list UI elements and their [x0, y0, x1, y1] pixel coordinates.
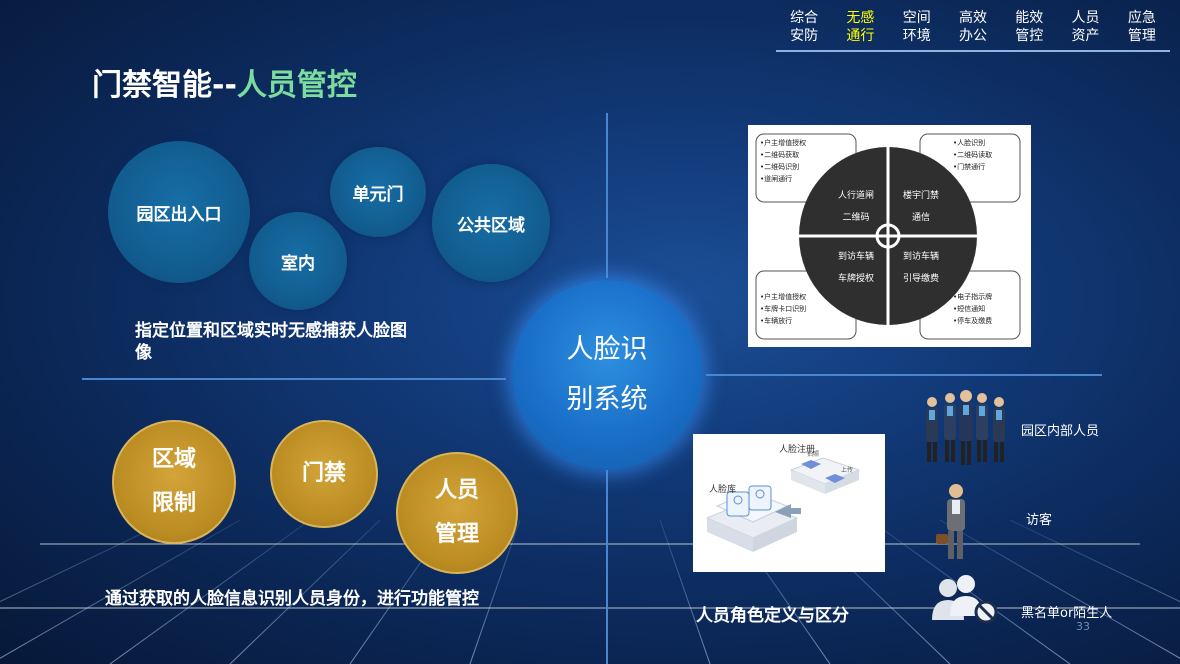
face-library-svg	[705, 457, 861, 552]
access-quadrant-diagram: •户主增值授权•二维码获取•二维码识别•道闸通行 •人脸识别•二维码读取•门禁通…	[748, 125, 1031, 347]
quadrant-3-label: 到访车辆车牌授权	[837, 252, 874, 284]
face-recognition-system: 人脸识别系统	[512, 280, 702, 470]
nav-item-energy[interactable]: 能效管控	[1015, 10, 1044, 44]
nav-item-emergency[interactable]: 应急管理	[1127, 10, 1156, 44]
bubble-public-area: 公共区域	[432, 164, 550, 282]
bubble-unit-door: 单元门	[330, 147, 426, 237]
title-accent: 人员管控	[236, 68, 357, 103]
nav-item-environment[interactable]: 空间环境	[902, 10, 931, 44]
divider-horizontal-right	[706, 374, 1102, 376]
top-nav: 综合安防 无感通行 空间环境 高效办公 能效管控 人员资产 应急管理	[776, 4, 1170, 52]
role-blacklist-label: 黑名单or陌生人	[1021, 606, 1113, 621]
divider-vertical-bottom	[606, 470, 608, 664]
quadrant-2-label: 楼宇门禁通信	[902, 191, 939, 223]
nav-item-assets[interactable]: 人员资产	[1071, 10, 1100, 44]
nav-item-office[interactable]: 高效办公	[958, 10, 987, 44]
bubble-area-restriction: 区域限制	[112, 420, 236, 544]
face-library-illustration: 人脸注册 人脸库 拍照 上传	[693, 434, 885, 572]
nav-item-security[interactable]: 综合安防	[790, 10, 819, 44]
visitor-icon	[936, 484, 965, 559]
divider-horizontal-left	[82, 378, 506, 380]
label-face-register: 人脸注册	[779, 445, 816, 455]
nav-item-seamless-access[interactable]: 无感通行	[846, 10, 875, 44]
bubble-park-entrance: 园区出入口	[108, 141, 250, 283]
quadrant-1-label: 人行道闸二维码	[837, 191, 874, 223]
divider-vertical-top	[606, 113, 608, 278]
role-visitor-label: 访客	[1026, 513, 1053, 528]
box-bottom-left: •户主增值授权•车牌卡口识别•车辆放行	[760, 293, 807, 325]
label-upload: 上传	[841, 467, 854, 474]
bubble-personnel-management: 人员管理	[396, 452, 518, 574]
label-photo: 拍照	[807, 451, 820, 458]
page-title: 门禁智能--人员管控	[92, 68, 357, 103]
bottom-right-caption: 人员角色定义与区分	[696, 606, 849, 626]
role-internal-label: 园区内部人员	[1021, 424, 1100, 439]
bubble-indoor: 室内	[249, 212, 347, 310]
quadrant-svg	[755, 133, 1021, 340]
blacklist-icon	[932, 575, 998, 624]
internal-staff-icon	[926, 390, 1005, 465]
box-top-right: •人脸识别•二维码读取•门禁通行	[953, 139, 993, 171]
bubble-access-control: 门禁	[270, 420, 378, 528]
bottom-left-caption: 通过获取的人脸信息识别人员身份，进行功能管控	[105, 589, 479, 609]
label-face-library: 人脸库	[709, 485, 737, 495]
box-top-left: •户主增值授权•二维码获取•二维码识别•道闸通行	[760, 139, 807, 183]
box-bottom-right: •电子指示牌•短信通知•停车及缴费	[953, 293, 993, 325]
quadrant-4-label: 到访车辆引导缴费	[902, 252, 939, 284]
page-number: 33	[1076, 620, 1090, 633]
top-left-caption: 指定位置和区域实时无感捕获人脸图 像	[135, 321, 407, 363]
